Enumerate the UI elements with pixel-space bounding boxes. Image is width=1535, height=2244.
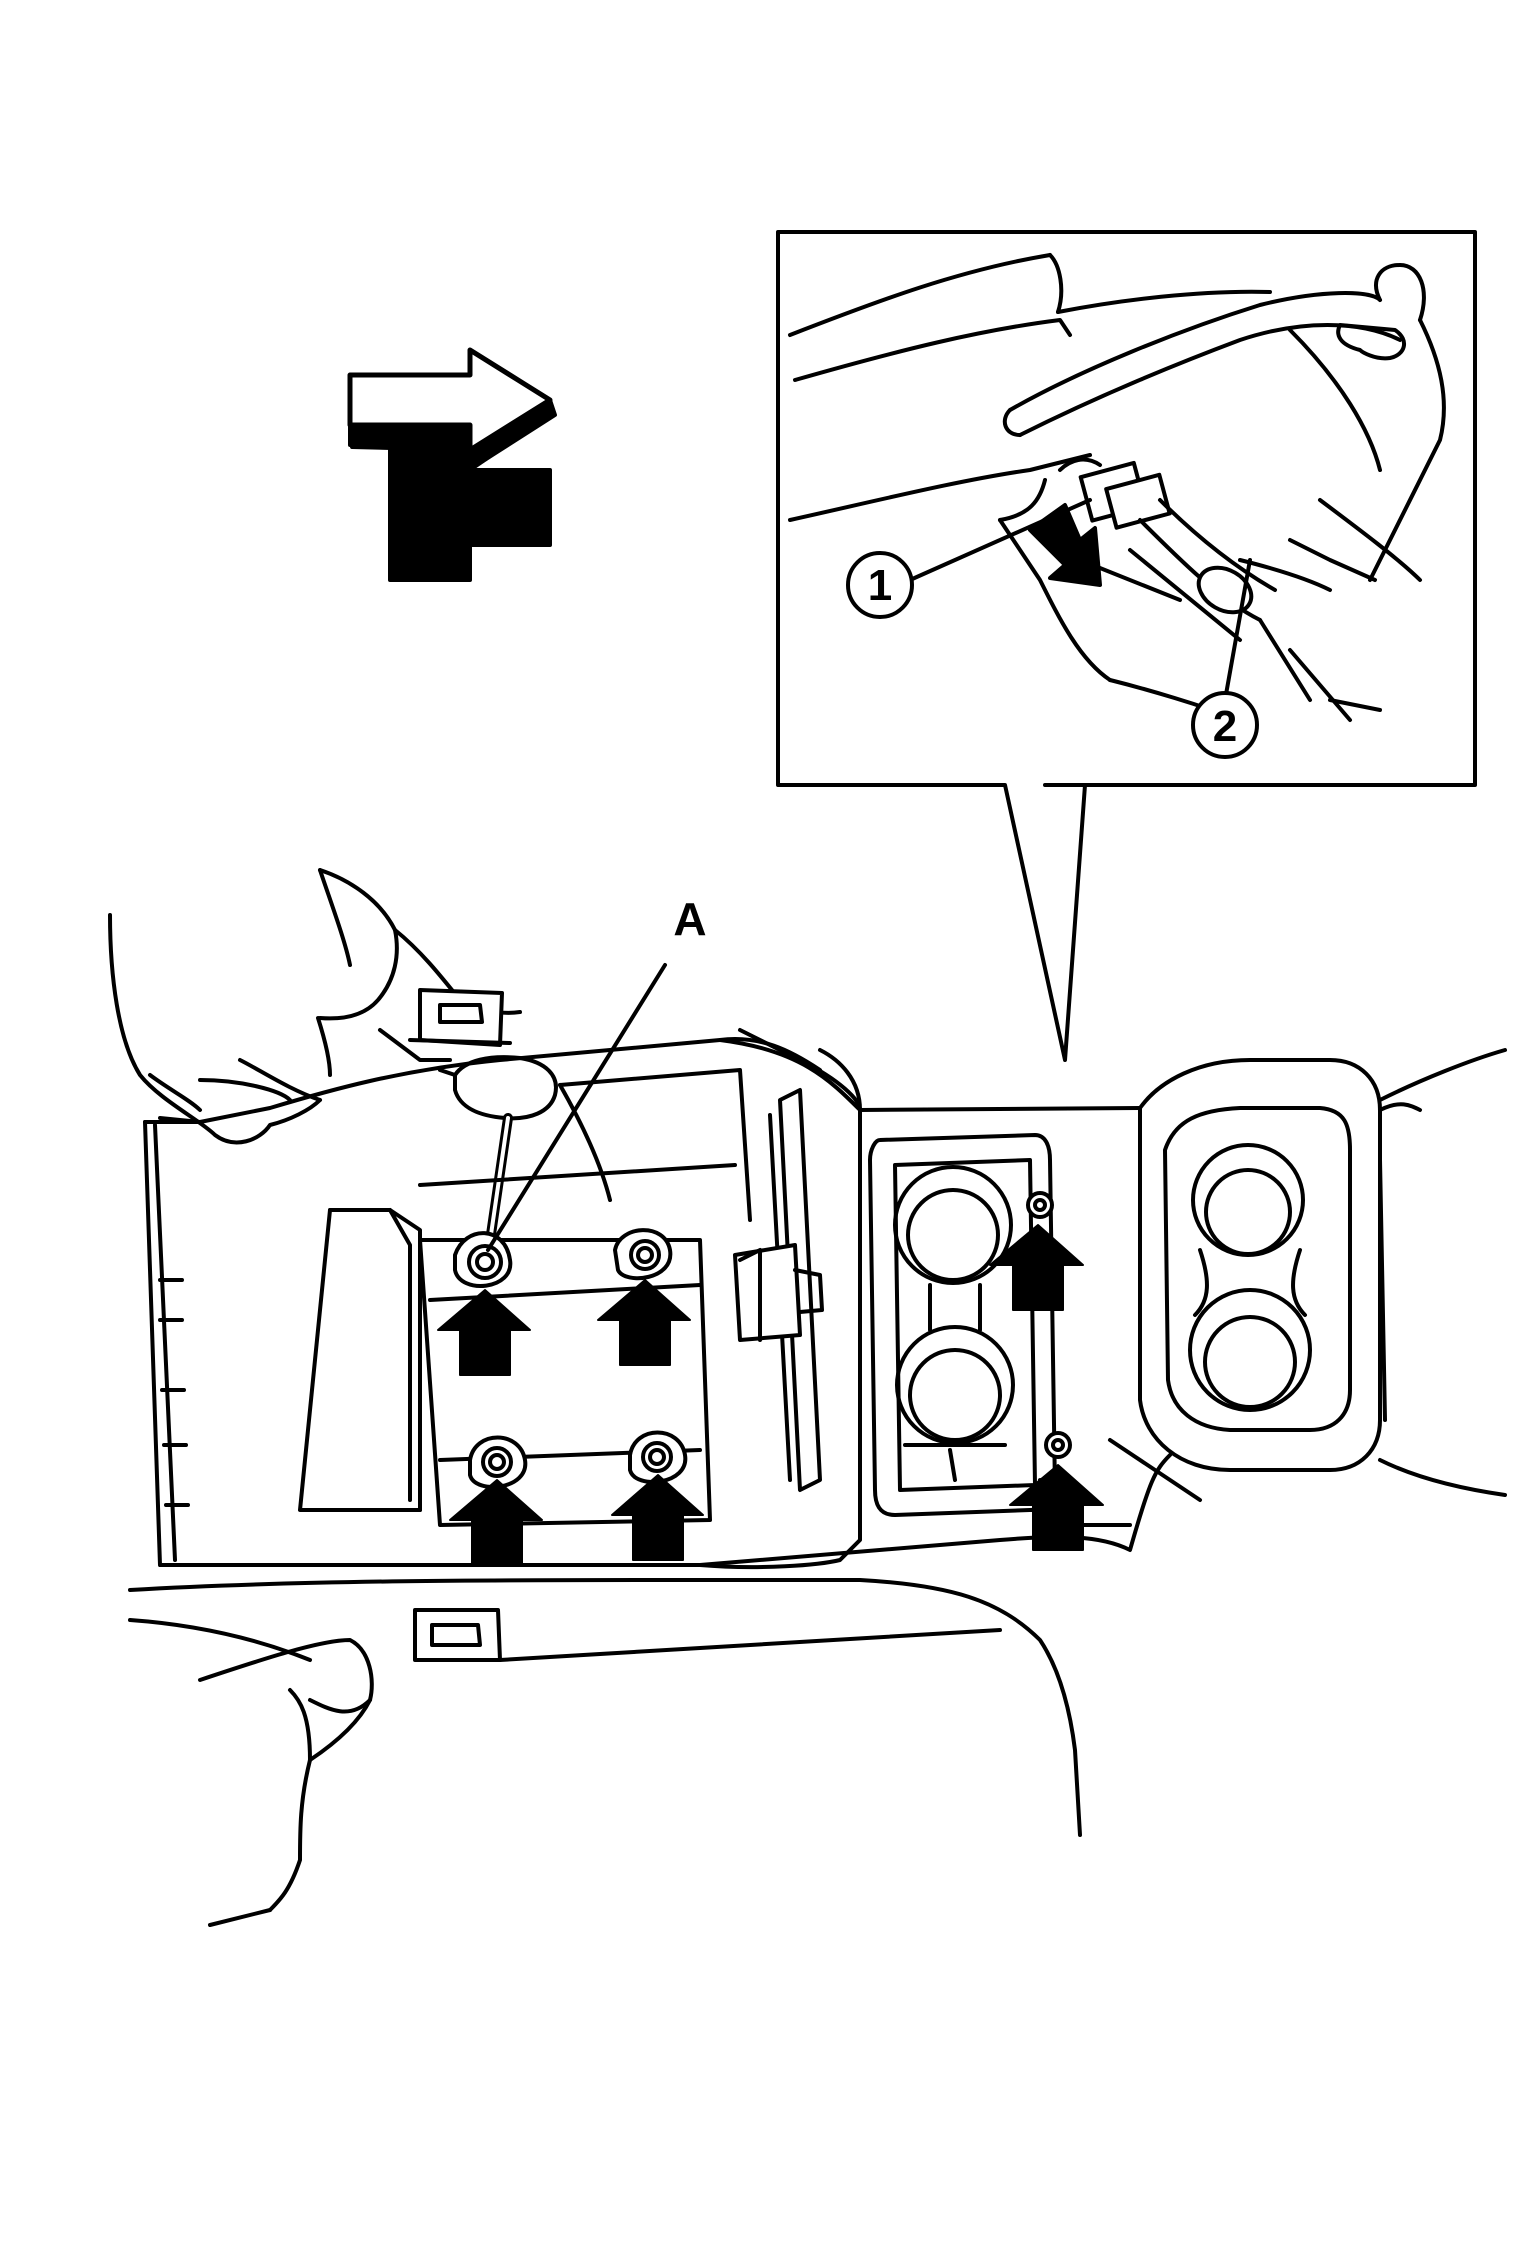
hand-holding-screwdriver (108, 868, 558, 1260)
fastener-location-arrow-icon (437, 1289, 531, 1376)
bolt-top-left (453, 1231, 513, 1288)
cable-callout-label: 2 (1213, 702, 1237, 751)
center-console (108, 868, 1507, 1927)
bolt-bottom-right (628, 1430, 688, 1484)
connector-callout-label: 1 (868, 561, 892, 610)
cupholder-rear (1108, 1048, 1507, 1502)
fastener-location-arrow-icon (449, 1479, 543, 1566)
fastener-arrows (437, 1224, 1104, 1566)
fastener-location-arrow-icon (597, 1279, 691, 1366)
bolt-top-right (613, 1228, 673, 1281)
fastener-location-arrow-icon (989, 1224, 1084, 1311)
fastener-location-arrow-icon (611, 1474, 704, 1561)
bolt-bottom-left (468, 1435, 528, 1489)
cupholder-front (868, 1133, 1057, 1517)
front-direction-arrow-icon (347, 347, 557, 582)
fastener-location-arrow-icon (1009, 1464, 1104, 1551)
detail-inset (776, 230, 1477, 1062)
tool-callout-label: A (673, 893, 706, 945)
